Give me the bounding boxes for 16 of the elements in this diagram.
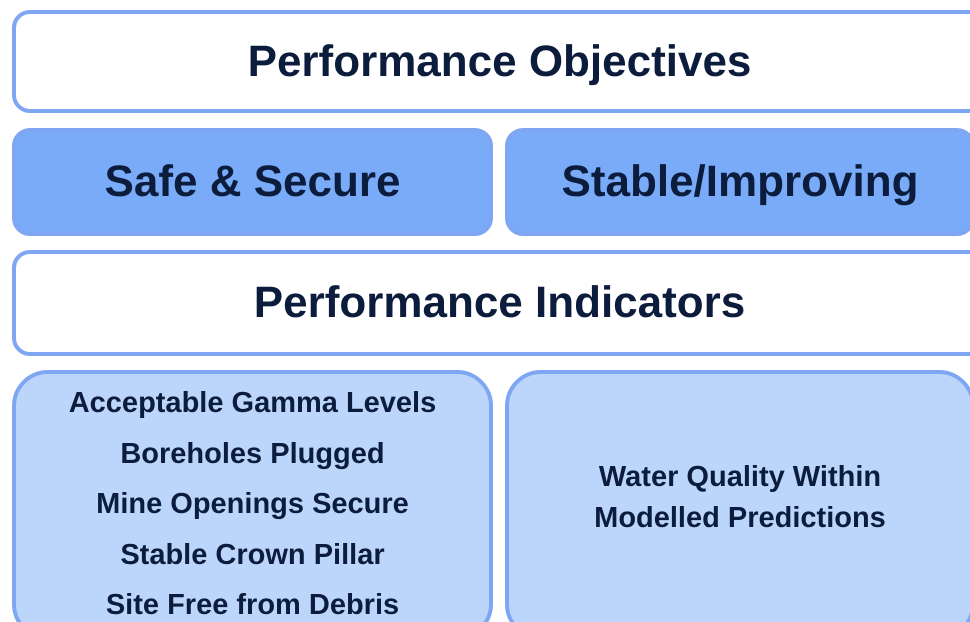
list-item: Acceptable Gamma Levels xyxy=(68,386,436,421)
box-label: Water Quality Within Modelled Predictions xyxy=(593,460,887,536)
heading-text: Performance Indicators xyxy=(254,278,746,328)
list-box xyxy=(12,370,493,622)
header-box xyxy=(12,250,970,356)
category-box xyxy=(12,128,493,236)
list-item: Boreholes Plugged xyxy=(120,436,385,472)
category-box xyxy=(505,128,970,236)
list-item: Mine Openings Secure xyxy=(96,487,409,522)
box-label: Safe & Secure xyxy=(104,157,400,207)
list-item: Site Free from Debris xyxy=(106,588,400,622)
box-label: Stable/Improving xyxy=(562,157,918,207)
heading-text: Performance Objectives xyxy=(248,36,752,86)
list-item: Stable Crown Pillar xyxy=(120,538,385,572)
header-box xyxy=(12,10,970,113)
list-box xyxy=(505,370,970,622)
